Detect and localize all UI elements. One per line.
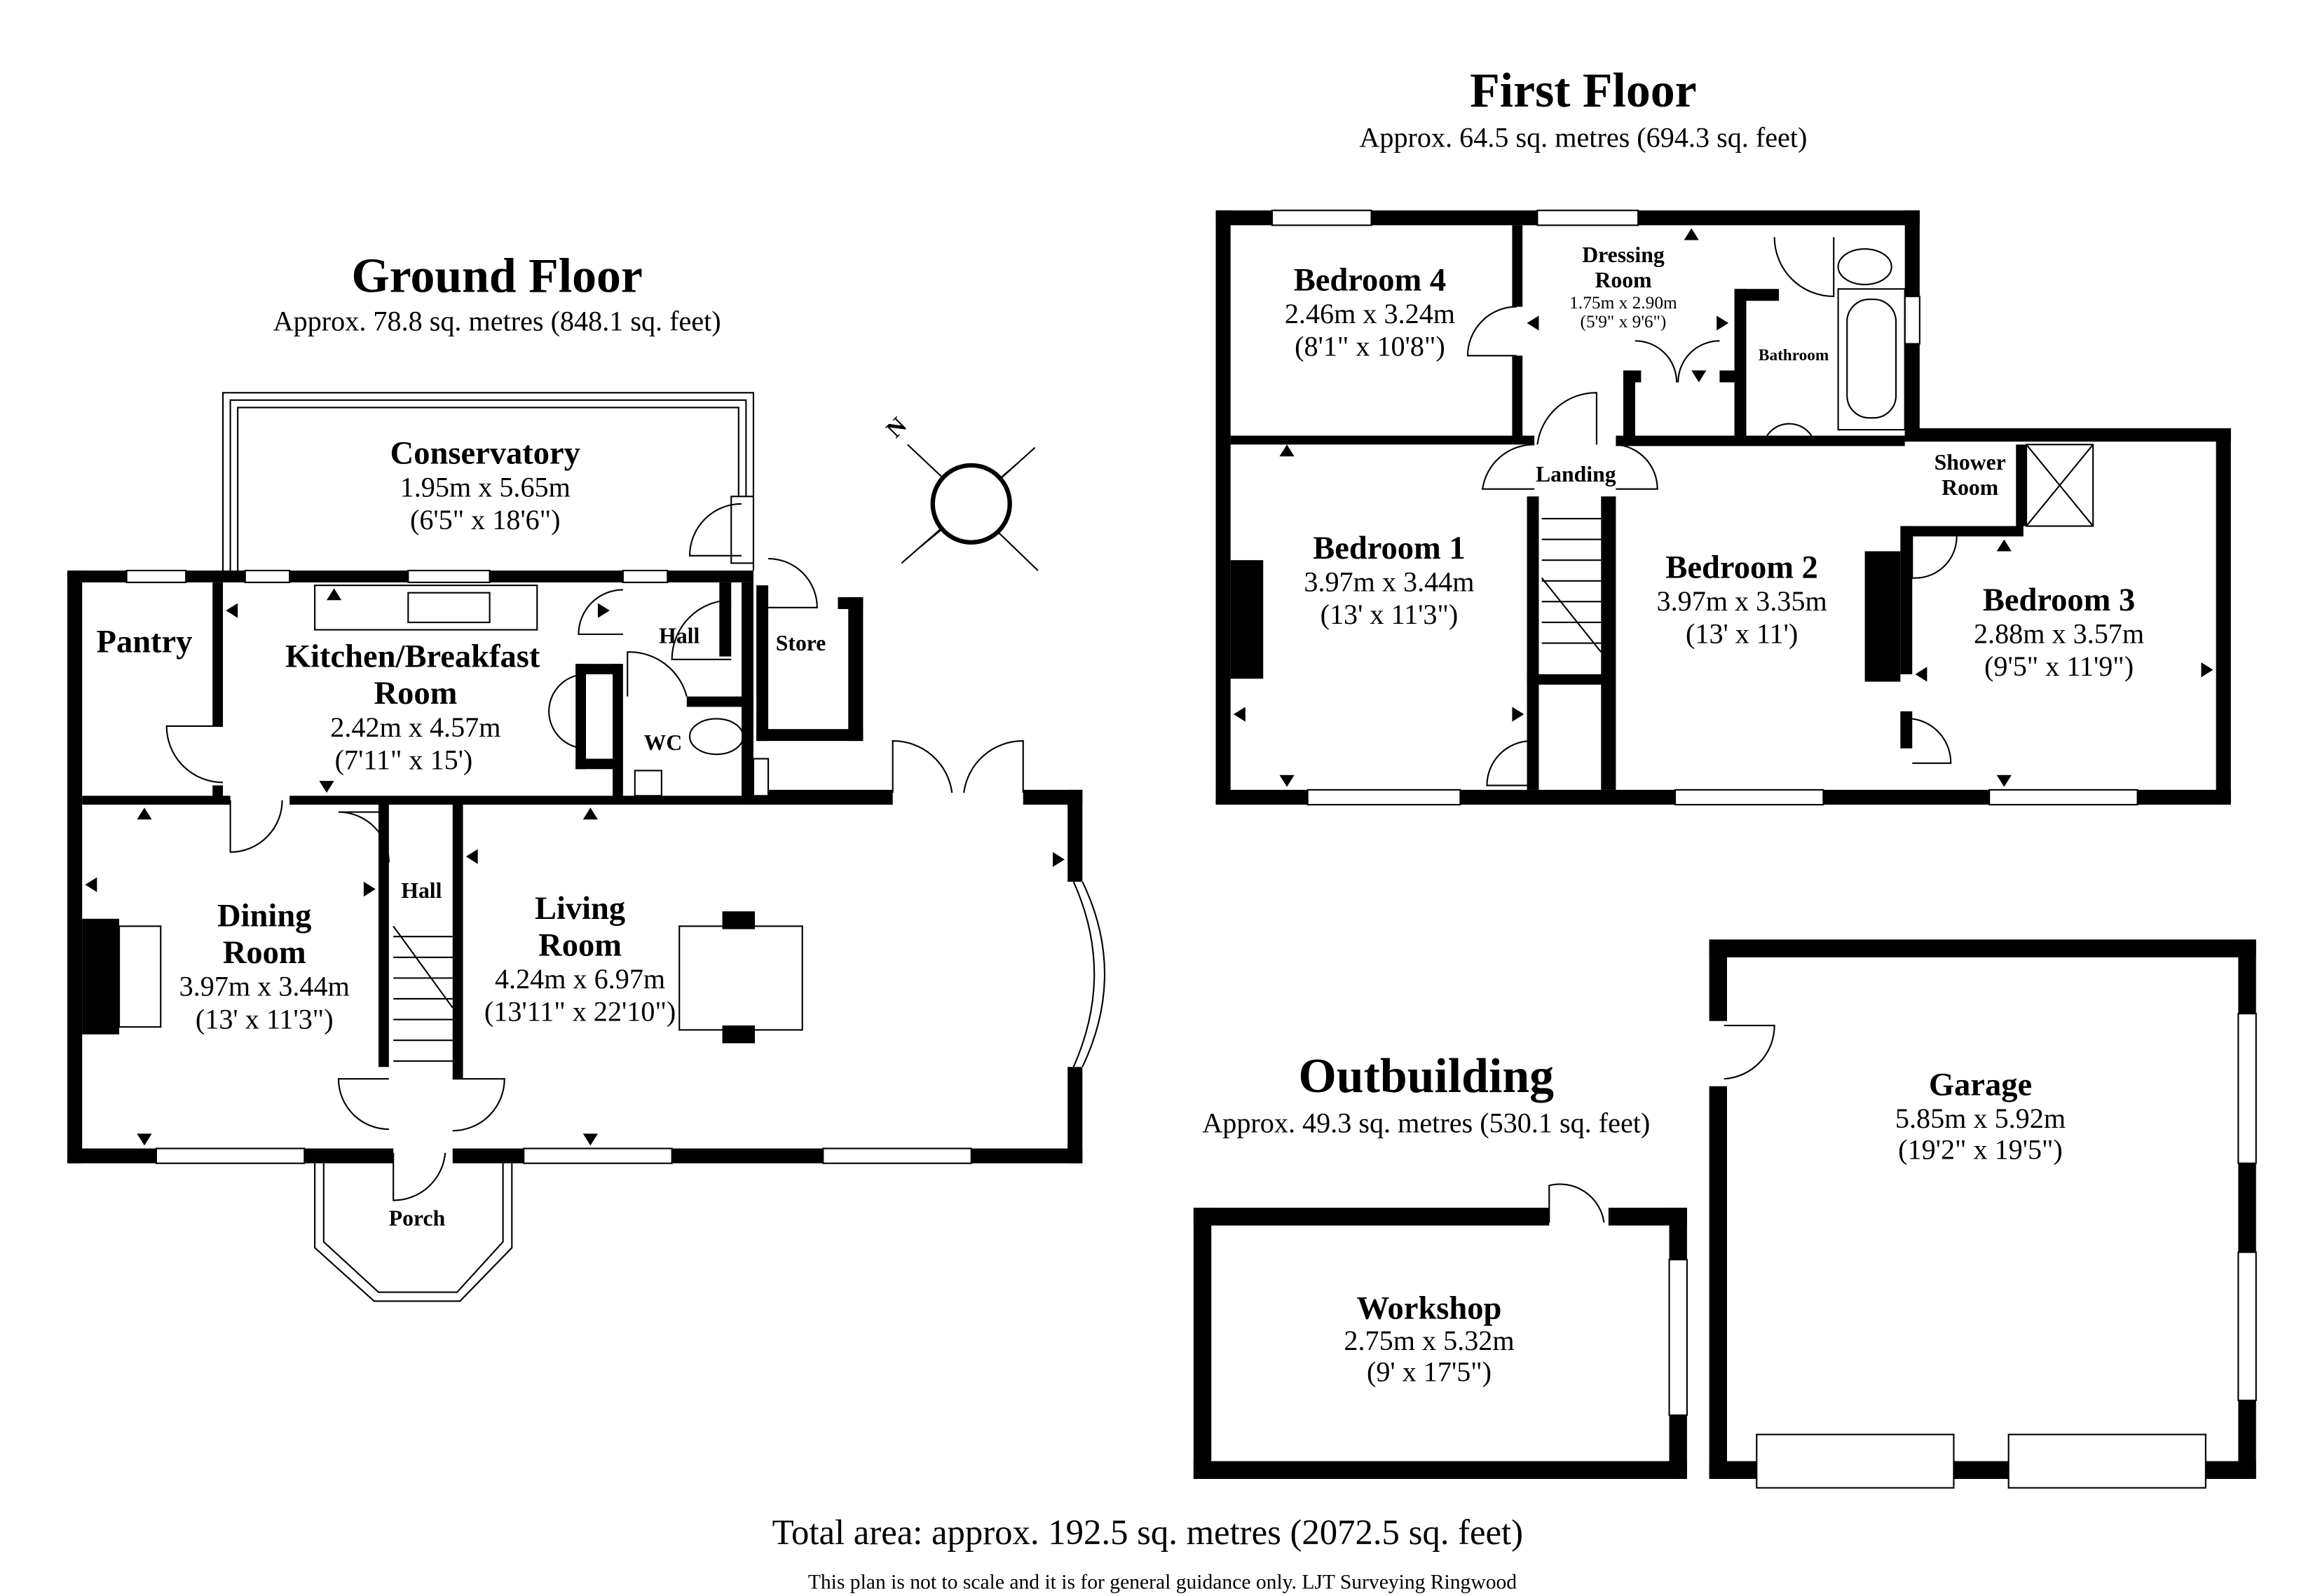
ground-floor-fixtures [82,585,803,1062]
workshop-imperial: (9' x 17'5") [1367,1356,1492,1387]
workshop-walls [1193,1183,1688,1479]
ground-floor-doors [165,503,1024,1201]
bedroom3-name: Bedroom 3 [1983,582,2135,618]
conservatory-metric: 1.95m x 5.65m [400,471,571,503]
first-floor: First Floor Approx. 64.5 sq. metres (694… [1215,64,2231,806]
chimney-breast [1230,560,1264,679]
first-floor-labels: Bedroom 4 2.46m x 3.24m (8'1" x 10'8") D… [1285,243,2144,682]
bedroom1-imperial: (13' x 11'3") [1321,599,1459,630]
ground-floor-title: Ground Floor [352,249,643,303]
bedroom2-imperial: (13' x 11') [1686,618,1798,650]
bedroom4-metric: 2.46m x 3.24m [1285,298,1455,329]
dining-name: Dining [217,898,311,934]
ground-floor-walls [67,570,1083,1164]
living-name: Living [535,891,625,927]
dressing-metric: 1.75m x 2.90m [1569,293,1677,313]
measurement-arrows [1233,228,2213,787]
total-area: Total area: approx. 192.5 sq. metres (20… [772,1513,1523,1552]
shower-room-name: Shower [1935,450,2006,475]
dining-metric: 3.97m x 3.44m [179,971,350,1002]
kitchen-metric: 2.42m x 4.57m [330,711,500,743]
ground-floor-area: Approx. 78.8 sq. metres (848.1 sq. feet) [273,305,721,336]
garage-imperial: (19'2" x 19'5") [1898,1133,2063,1165]
staircase [1541,517,1602,653]
garage-name: Garage [1929,1067,2032,1103]
basin-icon [1766,423,1813,437]
bedroom2-name: Bedroom 2 [1665,550,1817,586]
bedroom1-name: Bedroom 1 [1313,531,1465,566]
first-floor-title: First Floor [1470,64,1696,118]
outbuilding-title: Outbuilding [1299,1049,1555,1103]
living-name-2: Room [538,928,622,964]
conservatory-outline [221,392,754,571]
basin-icon [634,770,662,797]
kitchen-imperial: (7'11" x 15') [335,744,473,775]
chimney-breast [1864,551,1901,682]
porch-name: Porch [389,1206,446,1230]
conservatory-imperial: (6'5" x 18'6") [410,504,561,536]
wc-name: WC [644,730,683,755]
pantry-name: Pantry [97,624,193,660]
sink-icon [407,592,491,624]
living-metric: 4.24m x 6.97m [495,963,665,995]
first-floor-walls [1215,210,2231,805]
hall-upper-name: Hall [659,624,700,648]
bathroom-name: Bathroom [1759,346,1829,364]
bedroom4-name: Bedroom 4 [1294,262,1446,298]
bedroom3-metric: 2.88m x 3.57m [1974,618,2144,650]
dressing-imperial: (5'9" x 9'6") [1581,312,1667,332]
toilet-icon [688,718,744,756]
measurement-arrows [85,588,1065,1146]
fireplace [82,918,120,1035]
shower-tray-icon [2025,444,2094,527]
disclaimer: This plan is not to scale and it is for … [808,1571,1517,1593]
first-floor-area: Approx. 64.5 sq. metres (694.3 sq. feet) [1359,121,1807,153]
kitchen-name: Kitchen/Breakfast [285,639,540,674]
first-floor-doors [1466,237,1958,786]
first-floor-fixtures [1230,248,2094,682]
bedroom3-imperial: (9'5" x 11'9") [1984,650,2134,682]
dressing-name-2: Room [1595,268,1651,292]
store-name: Store [776,631,826,655]
kitchen-name-2: Room [374,676,457,711]
ground-floor-labels: Conservatory 1.95m x 5.65m (6'5" x 18'6"… [97,436,826,1231]
dining-imperial: (13' x 11'3") [196,1003,334,1035]
living-imperial: (13'11" x 22'10") [484,996,676,1028]
workshop-name: Workshop [1357,1291,1502,1327]
ground-floor: Ground Floor Approx. 78.8 sq. metres (84… [67,249,1105,1302]
hall-lower-name: Hall [401,878,442,903]
staircase [393,925,453,1062]
toilet-icon [1837,248,1892,285]
bedroom2-metric: 3.97m x 3.35m [1657,585,1827,617]
bedroom4-imperial: (8'1" x 10'8") [1295,330,1445,362]
dressing-name: Dressing [1582,243,1665,267]
outbuilding: Outbuilding Approx. 49.3 sq. metres (530… [1193,939,2257,1489]
kitchen-worktop [314,585,538,631]
garage-metric: 5.85m x 5.92m [1895,1103,2066,1134]
first-floor-windows [1271,210,2138,806]
shower-room-name-2: Room [1942,475,1998,500]
bedroom1-metric: 3.97m x 3.44m [1304,566,1474,598]
workshop-metric: 2.75m x 5.32m [1344,1325,1514,1356]
bath-icon [1837,288,1906,431]
conservatory-name: Conservatory [390,436,580,472]
ground-floor-windows [125,569,1105,1302]
outbuilding-area: Approx. 49.3 sq. metres (530.1 sq. feet) [1202,1107,1650,1138]
landing-name: Landing [1536,462,1616,486]
garage-walls [1709,939,2257,1489]
dining-name-2: Room [223,935,306,971]
